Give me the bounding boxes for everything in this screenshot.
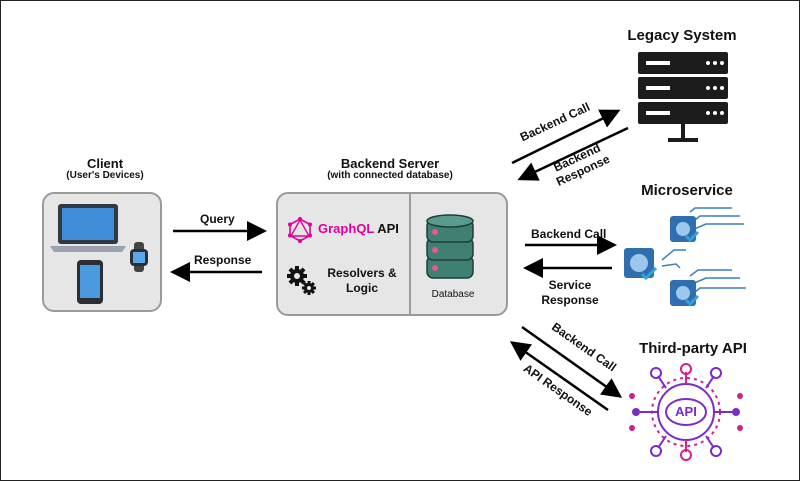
query-label: Query <box>200 212 235 226</box>
graphql-api-label: GraphQL API <box>318 221 399 236</box>
legacy-call-arrow <box>511 109 621 165</box>
smartwatch-icon <box>130 242 148 272</box>
legacy-title: Legacy System <box>627 27 737 44</box>
client-title: Client <box>86 156 124 171</box>
gear-blocks <box>624 216 696 306</box>
gears-icon <box>287 266 316 295</box>
server-rack-icon <box>638 52 728 142</box>
microservice-icon <box>624 207 746 307</box>
micro-call-label: Backend Call <box>531 227 607 241</box>
smartphone-icon <box>77 260 103 304</box>
legacy-response-arrow <box>517 126 629 181</box>
laptop-icon <box>50 204 126 252</box>
backend-subtitle: (with connected database) <box>327 170 453 181</box>
third-party-api-icon <box>629 363 743 461</box>
micro-response-line1: Service <box>548 278 592 292</box>
backend-title: Backend Server <box>340 156 440 171</box>
response-label: Response <box>194 253 252 267</box>
micro-title: Microservice <box>641 182 733 199</box>
third-title: Third-party API <box>639 340 747 357</box>
api-logo-text: API <box>675 404 697 419</box>
third-response-arrow <box>509 341 609 412</box>
backend-divider <box>409 194 411 314</box>
third-call-arrow <box>521 325 623 398</box>
database-label: Database <box>431 289 475 300</box>
resolvers-logic-label: Resolvers & Logic <box>322 266 402 296</box>
database-icon <box>426 214 474 279</box>
micro-response-label: Service Response <box>530 278 610 308</box>
logic-text: Logic <box>346 281 378 295</box>
resolvers-text: Resolvers & <box>327 266 397 280</box>
micro-response-line2: Response <box>541 293 599 307</box>
client-subtitle: (User's Devices) <box>66 170 144 181</box>
graphql-logo-icon <box>288 217 312 243</box>
client-box <box>42 192 162 312</box>
graphql-suffix: API <box>377 221 399 236</box>
graphql-brand: GraphQL <box>318 221 375 236</box>
